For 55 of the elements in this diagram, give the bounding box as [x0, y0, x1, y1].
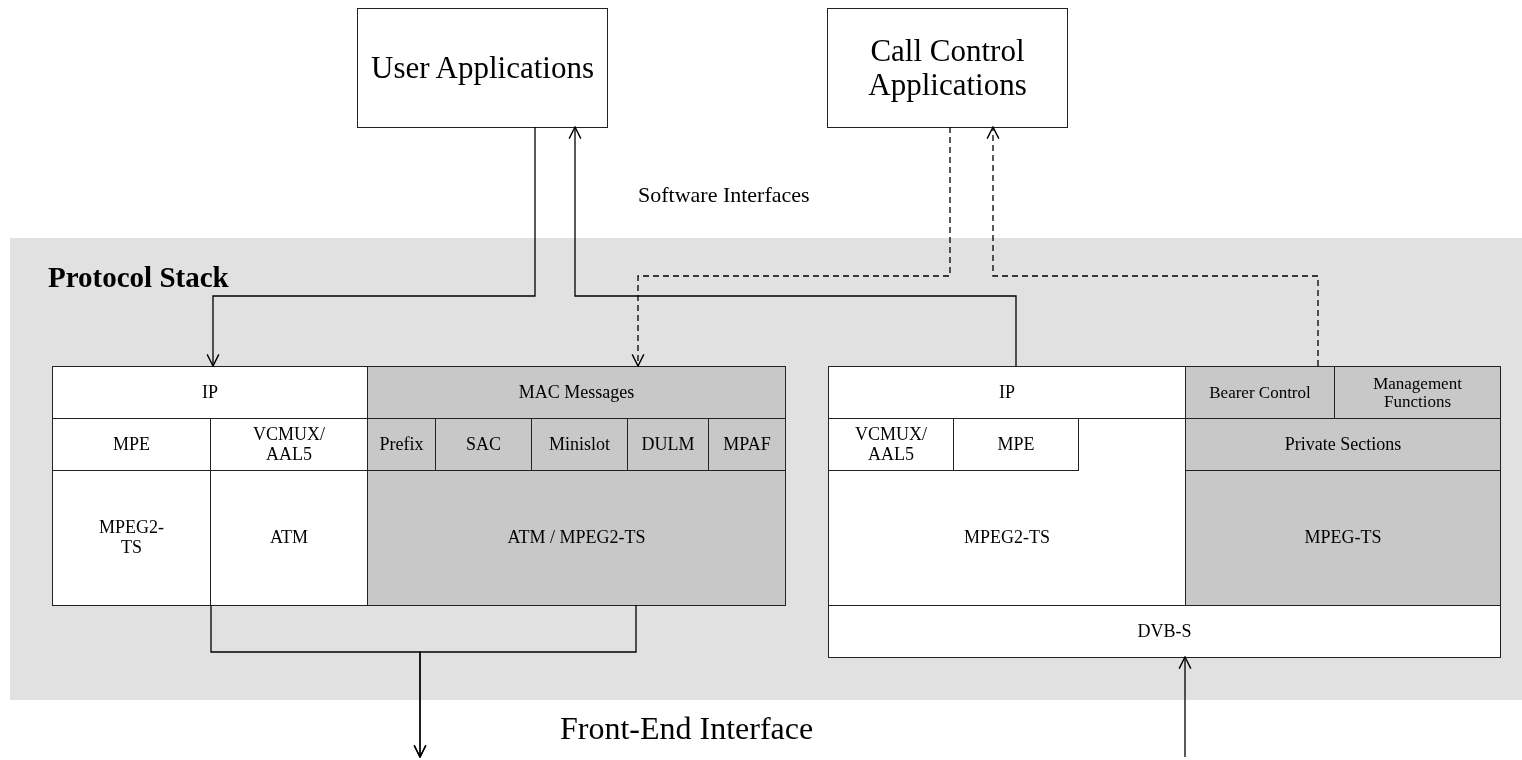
protocol-layer-cell [1185, 366, 1335, 419]
layer-label: Management Functions [1372, 374, 1463, 411]
panel-title: Protocol Stack [48, 262, 229, 294]
protocol-layer-cell [1185, 470, 1501, 606]
layer-label: MAC Messages [518, 382, 635, 403]
layer-label: MPEG-TS [1304, 528, 1382, 548]
layer-label: ATM [270, 528, 308, 548]
connector-arrow [568, 126, 1017, 367]
layer-label: VCMUX/ AAL5 [252, 424, 326, 465]
interface-label: Front-End Interface [560, 710, 814, 747]
layer-label: DULM [641, 434, 695, 455]
connector-arrow [1178, 656, 1192, 758]
protocol-layer-cell [52, 470, 211, 606]
protocol-stack-panel [10, 238, 1522, 700]
connector-arrow [631, 126, 951, 367]
layer-label: MPAF [723, 434, 771, 455]
layer-label: User Applications [371, 50, 594, 86]
layer-label: SAC [466, 434, 501, 455]
layer-label: VCMUX/ AAL5 [854, 424, 928, 465]
connector-arrow [986, 126, 1319, 367]
layer-label: ATM / MPEG2-TS [507, 528, 646, 548]
layer-label: Bearer Control [1209, 383, 1311, 402]
connector-arrow [206, 126, 536, 367]
protocol-layer-cell [52, 418, 211, 471]
layer-label: IP [999, 382, 1015, 403]
layer-label: Minislot [549, 434, 610, 455]
protocol-layer-cell [828, 418, 1186, 606]
application-box [357, 8, 608, 128]
protocol-layer-cell [531, 418, 628, 471]
layer-label: MPEG2-TS [964, 528, 1050, 548]
layer-label: MPE [997, 434, 1035, 455]
protocol-layer-cell [828, 605, 1501, 658]
layer-label: IP [202, 382, 218, 403]
connector-arrow [413, 604, 637, 758]
application-box [827, 8, 1068, 128]
protocol-layer-cell [210, 418, 368, 471]
layer-label: DVB-S [1137, 621, 1192, 642]
protocol-layer-cell [367, 470, 786, 606]
layer-label: Prefix [379, 434, 424, 455]
layer-label: Call Control Applications [867, 33, 1028, 103]
interface-label: Software Interfaces [638, 182, 810, 208]
layer-label: MPEG2- TS [98, 518, 165, 558]
protocol-layer-cell [953, 418, 1079, 471]
protocol-layer-cell [1185, 418, 1501, 471]
protocol-layer-cell [435, 418, 532, 471]
protocol-layer-cell [1334, 366, 1501, 419]
protocol-layer-cell [627, 418, 709, 471]
protocol-layer-cell [367, 418, 436, 471]
protocol-layer-cell [210, 470, 368, 606]
layer-label: Private Sections [1284, 434, 1402, 455]
protocol-layer-cell [828, 366, 1186, 419]
protocol-layer-cell [367, 366, 786, 419]
layer-label: MPE [113, 434, 150, 455]
protocol-layer-cell [52, 366, 368, 419]
protocol-layer-cell [708, 418, 786, 471]
